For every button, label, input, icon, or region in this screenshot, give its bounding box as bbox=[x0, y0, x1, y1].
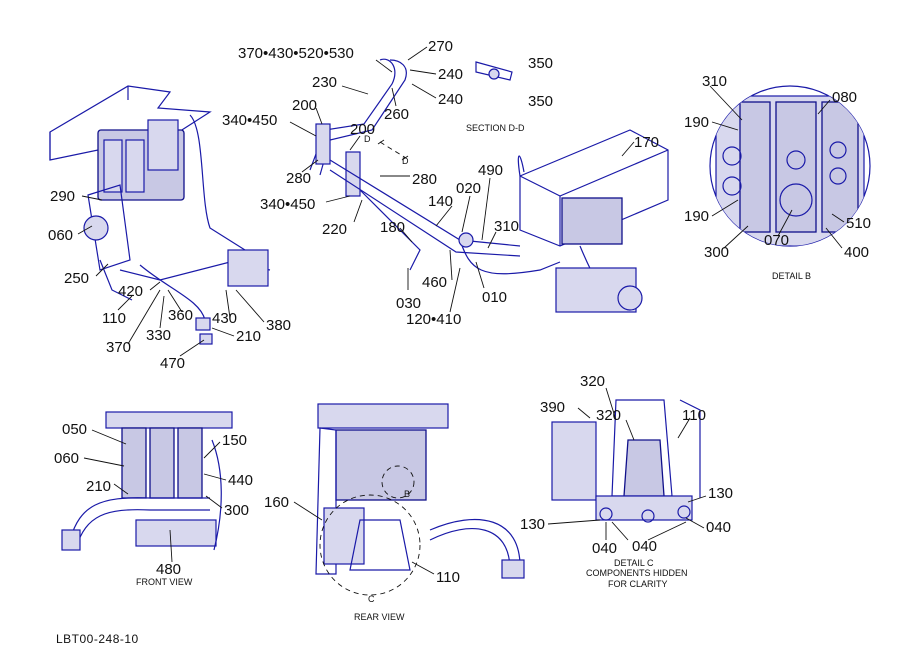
callout-200-b: 200 bbox=[350, 121, 375, 138]
drawing-reference-code: LBT00-248-10 bbox=[56, 632, 139, 646]
callout-350-b: 350 bbox=[528, 93, 553, 110]
caption-detail-c-line1: DETAIL C bbox=[614, 558, 654, 568]
callout-370-430-520-530: 370•430•520•530 bbox=[238, 45, 354, 62]
callout-110-c: 110 bbox=[682, 407, 706, 424]
callout-330: 330 bbox=[146, 327, 171, 344]
callout-280-a: 280 bbox=[286, 170, 311, 187]
callout-040-b: 040 bbox=[592, 540, 617, 557]
callout-050: 050 bbox=[62, 421, 87, 438]
callout-190-a: 190 bbox=[684, 114, 709, 131]
caption-rear-view: REAR VIEW bbox=[354, 612, 405, 622]
caption-section-dd: SECTION D-D bbox=[466, 123, 525, 133]
callout-510: 510 bbox=[846, 215, 871, 232]
callout-060-a: 060 bbox=[48, 227, 73, 244]
callout-030: 030 bbox=[396, 295, 421, 312]
callout-210-a: 210 bbox=[236, 328, 261, 345]
callout-460: 460 bbox=[422, 274, 447, 291]
callout-250: 250 bbox=[64, 270, 89, 287]
detail-letter-c: C bbox=[368, 594, 375, 604]
view-captions: SECTION D-D DETAIL B FRONT VIEW REAR VIE… bbox=[136, 123, 811, 622]
valve-assembly-top-left bbox=[49, 85, 271, 345]
caption-detail-c-line3: FOR CLARITY bbox=[608, 579, 668, 589]
callout-400: 400 bbox=[844, 244, 869, 261]
callout-310-a: 310 bbox=[494, 218, 519, 235]
callout-350-a: 350 bbox=[528, 55, 553, 72]
callout-340-450-a: 340•450 bbox=[222, 112, 277, 129]
section-letter-d-1: D bbox=[364, 134, 371, 144]
callout-060-b: 060 bbox=[54, 450, 79, 467]
callout-190-b: 190 bbox=[684, 208, 709, 225]
caption-front-view: FRONT VIEW bbox=[136, 577, 193, 587]
callout-080: 080 bbox=[832, 89, 857, 106]
callout-210-b: 210 bbox=[86, 478, 111, 495]
callout-390: 390 bbox=[540, 399, 565, 416]
callout-120-410: 120•410 bbox=[406, 311, 461, 328]
leader-lines bbox=[77, 46, 845, 575]
callout-480: 480 bbox=[156, 561, 181, 578]
section-line-dd bbox=[377, 139, 409, 161]
callout-280-b: 280 bbox=[412, 171, 437, 188]
callout-470: 470 bbox=[160, 355, 185, 372]
callout-040-c: 040 bbox=[632, 538, 657, 555]
callout-110-b: 110 bbox=[436, 569, 460, 586]
callout-240-b: 240 bbox=[438, 91, 463, 108]
callout-020: 020 bbox=[456, 180, 481, 197]
callout-170: 170 bbox=[634, 134, 659, 151]
detail-c-view bbox=[551, 399, 701, 523]
detail-letter-b: B bbox=[404, 489, 410, 499]
callout-070: 070 bbox=[764, 232, 789, 249]
callout-300-a: 300 bbox=[704, 244, 729, 261]
callout-490: 490 bbox=[478, 162, 503, 179]
callout-320-b: 320 bbox=[596, 407, 621, 424]
callout-300-b: 300 bbox=[224, 502, 249, 519]
callout-220: 220 bbox=[322, 221, 347, 238]
rear-view bbox=[315, 403, 525, 596]
callout-320-a: 320 bbox=[580, 373, 605, 390]
view-letters: D D B C bbox=[364, 134, 410, 604]
callout-230: 230 bbox=[312, 74, 337, 91]
callout-290: 290 bbox=[50, 188, 75, 205]
callout-110-a: 110 bbox=[102, 310, 126, 327]
callout-420: 420 bbox=[118, 283, 143, 300]
callout-labels: 370•430•520•530 270 350 350 240 240 230 … bbox=[48, 38, 871, 586]
callout-260: 260 bbox=[384, 106, 409, 123]
callout-340-450-b: 340•450 bbox=[260, 196, 315, 213]
callout-430: 430 bbox=[212, 310, 237, 327]
hose-assembly-top-center bbox=[309, 58, 669, 313]
caption-detail-b: DETAIL B bbox=[772, 271, 811, 281]
callout-010: 010 bbox=[482, 289, 507, 306]
front-view bbox=[61, 411, 233, 551]
callout-130-a: 130 bbox=[708, 485, 733, 502]
callout-200-a: 200 bbox=[292, 97, 317, 114]
callout-130-b: 130 bbox=[520, 516, 545, 533]
callout-140: 140 bbox=[428, 193, 453, 210]
callout-180: 180 bbox=[380, 219, 405, 236]
callout-370: 370 bbox=[106, 339, 131, 356]
callout-160: 160 bbox=[264, 494, 289, 511]
callout-310-b: 310 bbox=[702, 73, 727, 90]
callout-040-a: 040 bbox=[706, 519, 731, 536]
callout-270: 270 bbox=[428, 38, 453, 55]
callout-240-a: 240 bbox=[438, 66, 463, 83]
callout-150: 150 bbox=[222, 432, 247, 449]
callout-360: 360 bbox=[168, 307, 193, 324]
section-letter-d-2: D bbox=[402, 156, 409, 166]
callout-440: 440 bbox=[228, 472, 253, 489]
callout-380: 380 bbox=[266, 317, 291, 334]
caption-detail-c-line2: COMPONENTS HIDDEN bbox=[586, 568, 688, 578]
detail-b-view bbox=[709, 85, 871, 247]
